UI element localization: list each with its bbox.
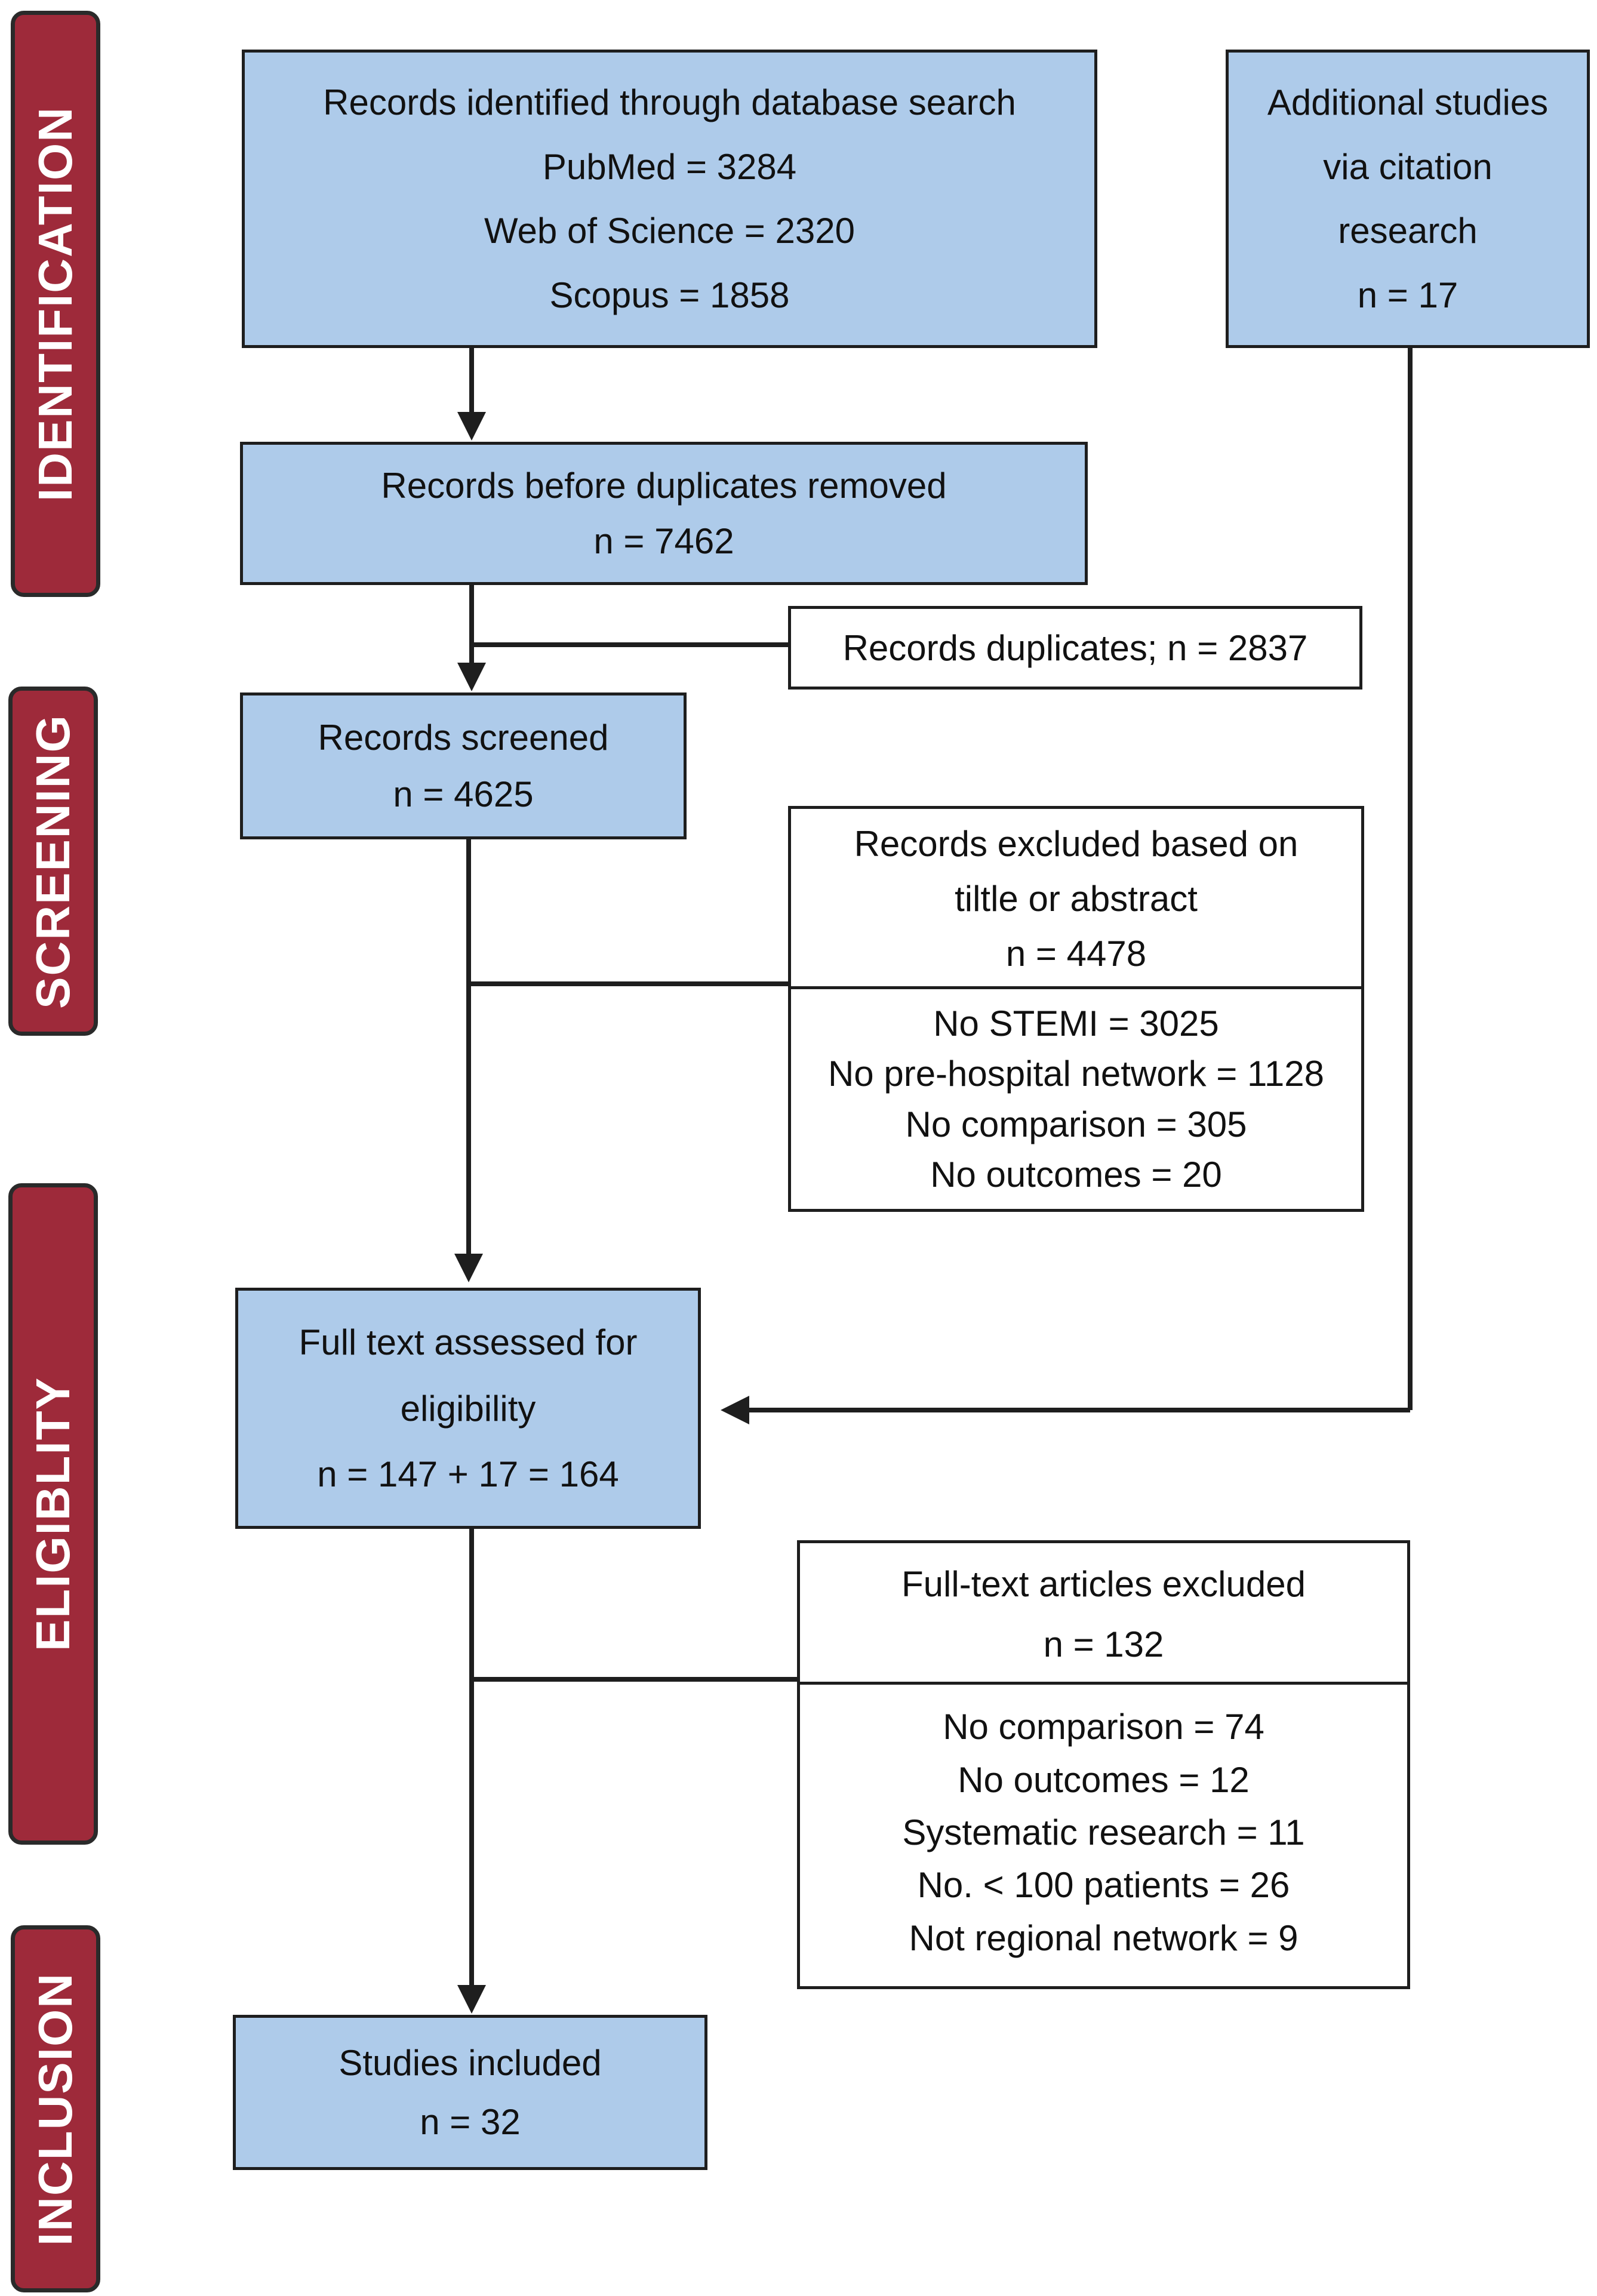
additional-studies-line-3: research xyxy=(1338,211,1478,251)
excluded-header-line-1: Records excluded based on xyxy=(854,824,1298,864)
duplicates-box: Records duplicates; n = 2837 xyxy=(788,606,1362,690)
full-text-line-2: eligibility xyxy=(400,1388,536,1429)
phase-screening: SCREENING xyxy=(8,687,98,1036)
fulltext-excluded-header: Full-text articles excluded n = 132 xyxy=(800,1543,1407,1682)
fulltext-excluded-count: n = 132 xyxy=(1043,1624,1164,1664)
full-text-line-1: Full text assessed for xyxy=(299,1322,638,1363)
excluded-title-abstract-reasons: No STEMI = 3025 No pre-hospital network … xyxy=(791,986,1361,1209)
additional-studies-box: Additional studies via citation research… xyxy=(1226,50,1590,348)
additional-studies-count: n = 17 xyxy=(1357,275,1458,315)
source-pubmed: PubMed = 3284 xyxy=(542,146,797,187)
screened-title: Records screened xyxy=(318,718,609,758)
ft-reason-no-outcomes: No outcomes = 12 xyxy=(958,1759,1250,1800)
ft-reason-no-comparison: No comparison = 74 xyxy=(943,1707,1264,1747)
fulltext-excluded-box: Full-text articles excluded n = 132 No c… xyxy=(797,1540,1410,1989)
phase-inclusion-label: INCLUSION xyxy=(29,1972,82,2246)
reason-no-stemi: No STEMI = 3025 xyxy=(933,1003,1219,1044)
ft-reason-not-regional-network: Not regional network = 9 xyxy=(909,1918,1298,1958)
excluded-title-abstract-header: Records excluded based on tiltle or abst… xyxy=(791,809,1361,986)
fulltext-excluded-title: Full-text articles excluded xyxy=(901,1564,1306,1605)
screened-count: n = 4625 xyxy=(393,774,534,814)
phase-inclusion: INCLUSION xyxy=(11,1925,100,2292)
database-search-title: Records identified through database sear… xyxy=(323,82,1016,123)
studies-included-count: n = 32 xyxy=(420,2102,521,2142)
excluded-header-line-2: tiltle or abstract xyxy=(955,879,1198,919)
before-duplicates-box: Records before duplicates removed n = 74… xyxy=(240,442,1088,585)
excluded-title-abstract-box: Records excluded based on tiltle or abst… xyxy=(788,806,1364,1212)
ft-reason-under-100-patients: No. < 100 patients = 26 xyxy=(917,1865,1290,1906)
additional-studies-line-1: Additional studies xyxy=(1267,82,1549,123)
ft-reason-systematic-research: Systematic research = 11 xyxy=(902,1812,1305,1852)
additional-studies-line-2: via citation xyxy=(1323,146,1493,187)
phase-eligibility: ELIGIBLITY xyxy=(8,1183,98,1845)
source-web-of-science: Web of Science = 2320 xyxy=(484,211,855,251)
phase-screening-label: SCREENING xyxy=(26,713,79,1009)
studies-included-box: Studies included n = 32 xyxy=(233,2015,707,2170)
phase-identification-label: IDENTIFICATION xyxy=(29,106,82,502)
source-scopus: Scopus = 1858 xyxy=(549,275,790,315)
phase-eligibility-label: ELIGIBLITY xyxy=(26,1377,79,1651)
full-text-box: Full text assessed for eligibility n = 1… xyxy=(235,1288,701,1529)
before-duplicates-count: n = 7462 xyxy=(593,521,734,561)
reason-no-outcomes: No outcomes = 20 xyxy=(930,1155,1222,1195)
duplicates-label: Records duplicates; n = 2837 xyxy=(842,627,1308,668)
phase-identification: IDENTIFICATION xyxy=(11,11,100,597)
fulltext-excluded-reasons: No comparison = 74 No outcomes = 12 Syst… xyxy=(800,1682,1407,1986)
screened-box: Records screened n = 4625 xyxy=(240,693,687,839)
excluded-header-count: n = 4478 xyxy=(1005,934,1147,974)
studies-included-title: Studies included xyxy=(339,2043,602,2083)
reason-no-comparison: No comparison = 305 xyxy=(905,1104,1247,1144)
database-search-box: Records identified through database sear… xyxy=(242,50,1097,348)
reason-no-prehospital-network: No pre-hospital network = 1128 xyxy=(827,1054,1325,1094)
before-duplicates-title: Records before duplicates removed xyxy=(381,466,947,506)
full-text-count: n = 147 + 17 = 164 xyxy=(317,1454,619,1494)
